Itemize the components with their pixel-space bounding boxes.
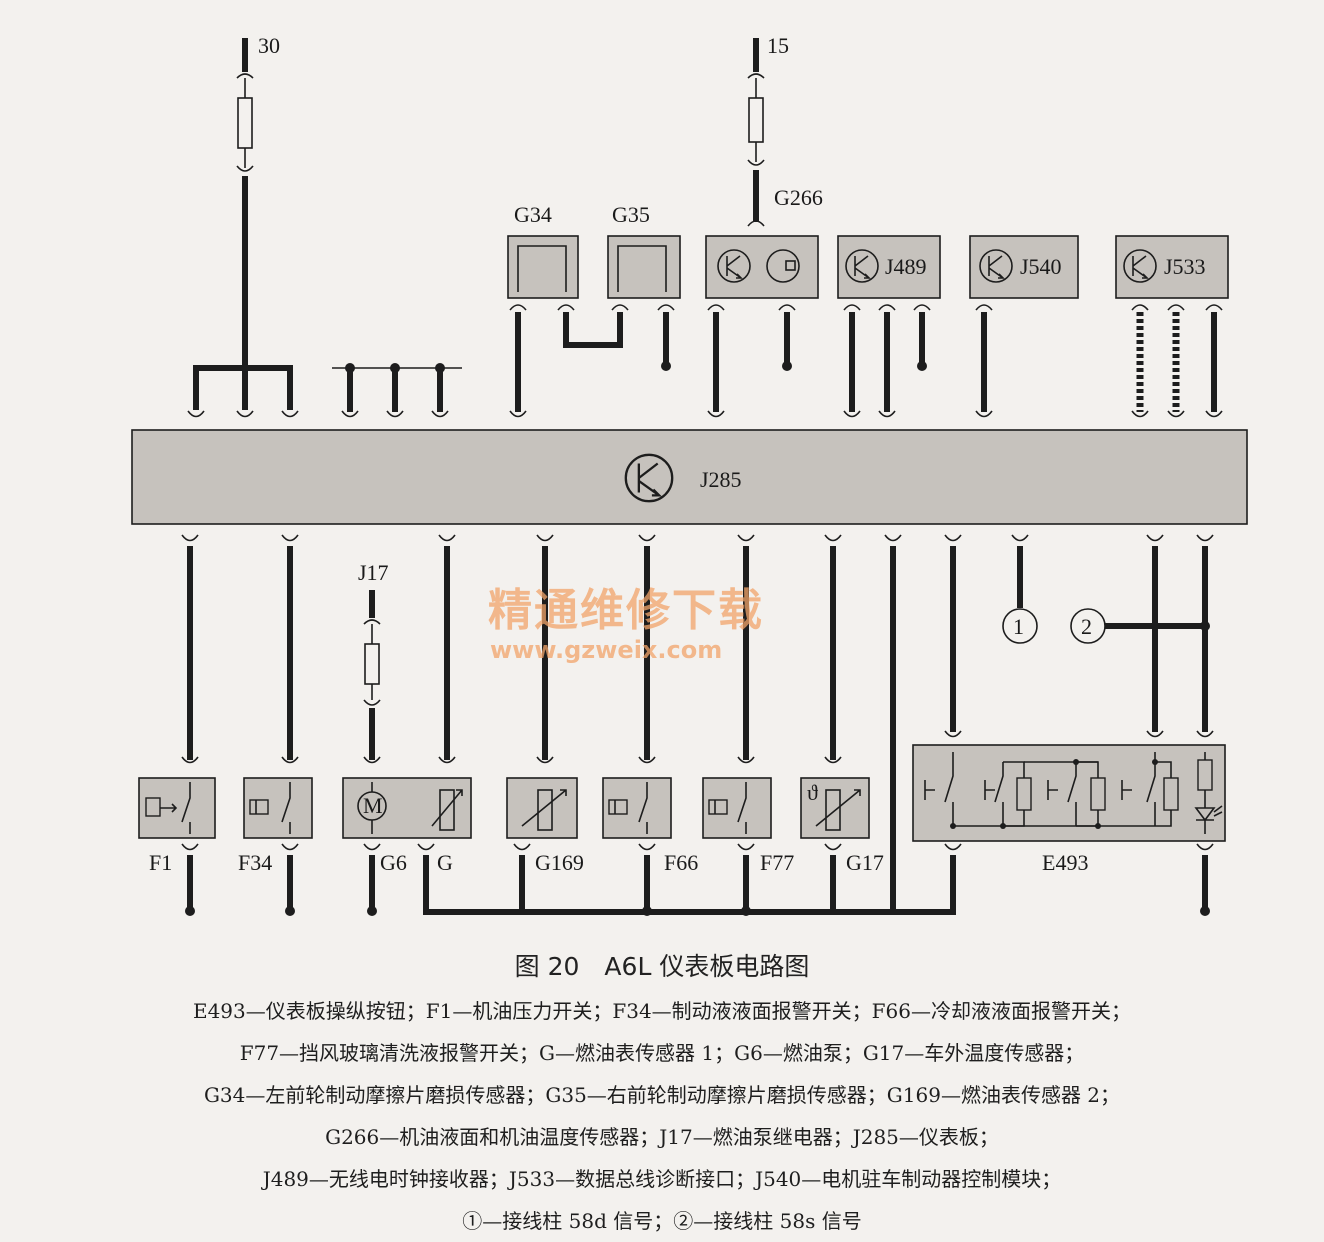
legend-line: F77—挡风玻璃清洗液报警开关；G—燃油表传感器 1；G6—燃油泵；G17—车外… — [239, 1041, 1085, 1065]
connector-2 — [1070, 608, 1106, 644]
fuse-icon — [364, 643, 380, 685]
component-f34-label: F34 — [238, 850, 272, 875]
legend-line: G34—左前轮制动摩擦片磨损传感器；G35—右前轮制动摩擦片磨损传感器；G169… — [203, 1083, 1121, 1107]
cluster-j285-label: J285 — [700, 467, 742, 492]
component-g-label: G — [437, 850, 453, 875]
watermark-cn: 精通维修下载 — [488, 585, 764, 636]
wiring-diagram: 30 15 G34 G35 G266 — [131, 33, 1248, 916]
component-g169 — [506, 777, 578, 839]
module-g266-label: G266 — [774, 185, 823, 210]
module-j540-label: J540 — [1020, 254, 1062, 279]
level-switch-icon — [708, 799, 728, 815]
j17-feed — [363, 590, 381, 760]
supply-30-label: 30 — [258, 33, 280, 58]
legend-line: J489—无线电时钟接收器；J533—数据总线诊断接口；J540—电机驻车制动器… — [262, 1167, 1062, 1191]
module-j540 — [969, 235, 1079, 299]
module-j489-label: J489 — [885, 254, 927, 279]
supply-30-feed — [193, 38, 293, 410]
ground-return-bus — [185, 855, 1210, 916]
module-g35 — [607, 235, 681, 299]
supply-15-label: 15 — [767, 33, 789, 58]
component-g169-label: G169 — [535, 850, 584, 875]
top-bus-ground — [332, 363, 462, 412]
supply-15-feed — [747, 38, 765, 227]
component-g6-label: G6 — [380, 850, 407, 875]
level-switch-icon — [608, 799, 628, 815]
component-f66 — [602, 777, 672, 839]
component-g17-label: G17 — [846, 850, 884, 875]
component-g6-g — [342, 777, 472, 839]
top-module-wires — [509, 304, 1223, 412]
pressure-icon — [145, 797, 161, 817]
j285-bottom-pins — [181, 534, 1214, 542]
watermark-url: www.gzweix.com — [490, 636, 722, 664]
module-j489 — [837, 235, 941, 299]
module-g34 — [507, 235, 579, 299]
component-f66-label: F66 — [664, 850, 698, 875]
j17-label: J17 — [358, 560, 389, 585]
module-j533 — [1115, 235, 1229, 299]
legend-line: G266—机油液面和机油温度传感器；J17—燃油泵继电器；J285—仪表板； — [325, 1125, 999, 1149]
component-e493-label: E493 — [1042, 850, 1088, 875]
fuse-icon — [237, 97, 253, 149]
component-e493 — [912, 744, 1226, 842]
component-g17 — [800, 777, 870, 839]
component-bottom-pins — [181, 843, 1214, 851]
component-f34 — [243, 777, 313, 839]
module-j533-label: J533 — [1164, 254, 1206, 279]
theta-symbol: ϑ — [807, 780, 818, 805]
connector-1-label: 1 — [1013, 614, 1024, 639]
connector-2-label: 2 — [1081, 614, 1092, 639]
motor-symbol: M — [363, 793, 383, 818]
component-f77 — [702, 777, 772, 839]
legend: E493—仪表板操纵按钮；F1—机油压力开关；F34—制动液液面报警开关；F66… — [0, 990, 1324, 1242]
legend-line: ①—接线柱 58d 信号；②—接线柱 58s 信号 — [462, 1209, 862, 1233]
module-g266 — [705, 235, 819, 299]
component-f1-label: F1 — [149, 850, 172, 875]
figure-caption: 图 20 A6L 仪表板电路图 — [514, 952, 810, 981]
connector-1 — [1002, 608, 1038, 644]
bottom-wires — [187, 546, 1210, 912]
module-g35-label: G35 — [612, 202, 650, 227]
component-f77-label: F77 — [760, 850, 794, 875]
j285-top-pins — [187, 410, 1223, 418]
module-g34-label: G34 — [514, 202, 552, 227]
cluster-j285 — [131, 429, 1248, 525]
level-switch-icon — [249, 799, 269, 815]
fuse-icon — [748, 97, 764, 143]
component-f1 — [138, 777, 216, 839]
legend-line: E493—仪表板操纵按钮；F1—机油压力开关；F34—制动液液面报警开关；F66… — [192, 999, 1132, 1023]
